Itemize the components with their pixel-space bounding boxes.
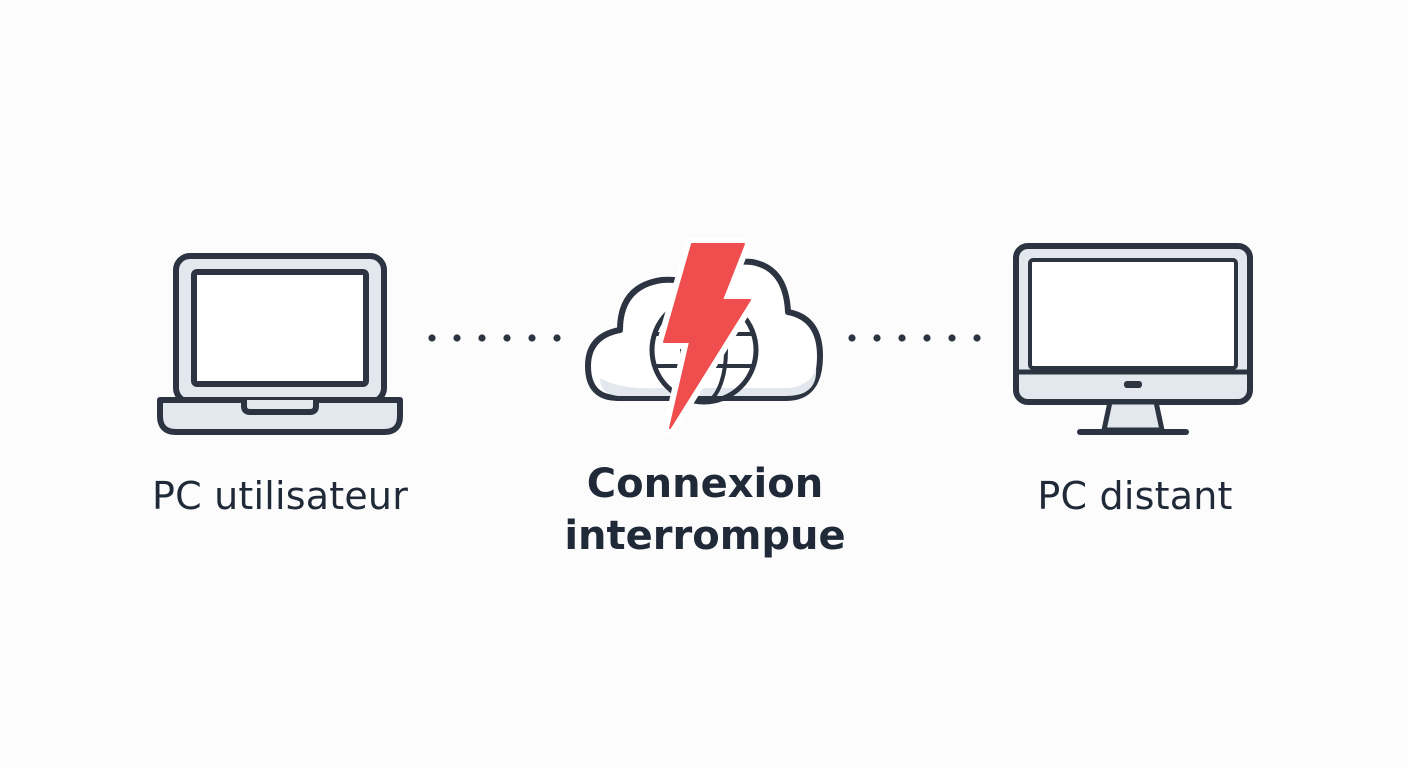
desktop-monitor-icon — [1013, 243, 1253, 435]
label-connection-line1: Connexion — [586, 461, 824, 507]
label-remote-pc: PC distant — [1037, 474, 1233, 518]
connector-dots-left — [428, 334, 561, 342]
label-connection: Connexion interrompue — [520, 458, 890, 562]
lightning-bolt-icon — [663, 243, 751, 429]
laptop-icon — [157, 253, 403, 435]
cloud-lightning-icon — [585, 238, 823, 434]
connector-dots-right — [848, 334, 981, 342]
label-user-pc: PC utilisateur — [151, 474, 409, 518]
label-connection-line2: interrompue — [564, 513, 846, 559]
